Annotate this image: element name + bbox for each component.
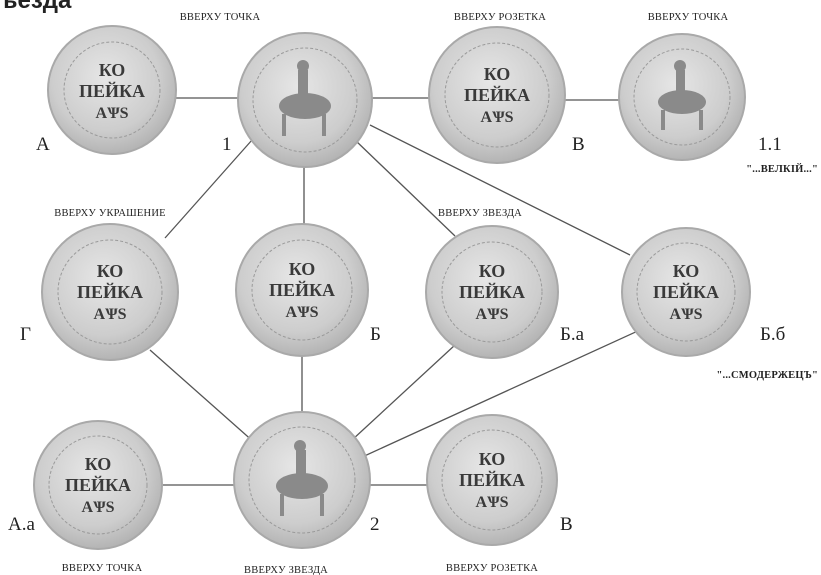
coin-legend-line2: ПЕЙКА [464,84,530,105]
coin-1 [238,33,372,167]
label-G: Г [20,324,31,345]
coin-B: КО ПЕЙКА АѰS [236,224,368,356]
label-2: 2 [370,514,380,535]
coin-legend-line2: ПЕЙКА [77,281,143,302]
edge-1-Ba [355,140,455,236]
coin-Aa: КО ПЕЙКА АѰS [34,421,162,549]
coin-Ba: КО ПЕЙКА АѰS [426,226,558,358]
quote-1-1: "...ВЕЛКІЙ..." [746,163,818,175]
coin-legend-line2: ПЕЙКА [459,281,525,302]
caption-bottom-V2: ВВЕРХУ РОЗЕТКА [446,563,538,574]
coin-legend-line3: АѰS [94,306,127,323]
coin-legend-line1: КО [97,261,124,281]
coin-legend-line1: КО [99,60,126,80]
label-V2: В [560,514,573,535]
coin-legend-line2: ПЕЙКА [269,279,335,300]
coin-legend-line3: АѰS [476,494,509,511]
caption-bottom-2: ВВЕРХУ ЗВЕЗДА [244,565,328,575]
coin-legend-line1: КО [479,449,506,469]
coin-legend-line2: ПЕЙКА [79,80,145,101]
label-A: А [36,134,50,155]
label-Ba: Б.а [560,324,585,345]
coin-legend-line3: АѰS [286,304,319,321]
label-1-1: 1.1 [758,134,782,155]
coin-legend-line1: КО [484,64,511,84]
caption-top-1: ВВЕРХУ ТОЧКА [180,12,261,23]
coin-A: КО ПЕЙКА АѰS [48,26,176,154]
coin-legend-line1: КО [673,261,700,281]
edge-G-2 [150,350,255,443]
label-B: Б [370,324,381,345]
label-1: 1 [222,134,232,155]
coin-legend-line2: ПЕЙКА [65,474,131,495]
caption-top-1-1: ВВЕРХУ ТОЧКА [648,12,729,23]
coin-2 [234,412,370,548]
edge-1-G [165,140,252,238]
coin-legend-line3: АѰS [82,499,115,516]
coin-legend-line3: АѰS [476,306,509,323]
coin-legend-line2: ПЕЙКА [459,469,525,490]
coin-V2: КО ПЕЙКА АѰS [427,415,557,545]
label-Bb: Б.б [760,324,785,345]
caption-Ba: ВВЕРХУ ЗВЕЗДА [438,208,522,219]
label-V: В [572,134,585,155]
label-Aa: А.а [8,514,35,535]
coin-legend-line2: ПЕЙКА [653,281,719,302]
coin-G: КО ПЕЙКА АѰS [42,224,178,360]
coin-1-1 [619,34,745,160]
coin-legend-line1: КО [289,259,316,279]
coin-Bb: КО ПЕЙКА АѰS [622,228,750,356]
quote-Bb: "...СМОДЕРЖЕЦЪ" [716,370,818,381]
coin-legend-line1: КО [85,454,112,474]
coin-legend-line3: АѰS [670,306,703,323]
coin-legend-line1: КО [479,261,506,281]
connector-lines [150,98,640,485]
caption-G: ВВЕРХУ УКРАШЕНИЕ [54,208,165,219]
coin-legend-line3: АѰS [96,105,129,122]
coin-V: КО ПЕЙКА АѰS [429,27,565,163]
coin-legend-line3: АѰS [481,109,514,126]
caption-top-V: ВВЕРХУ РОЗЕТКА [454,12,546,23]
edge-Ba-2 [352,345,455,440]
caption-bottom-Aa: ВВЕРХУ ТОЧКА [62,563,143,574]
